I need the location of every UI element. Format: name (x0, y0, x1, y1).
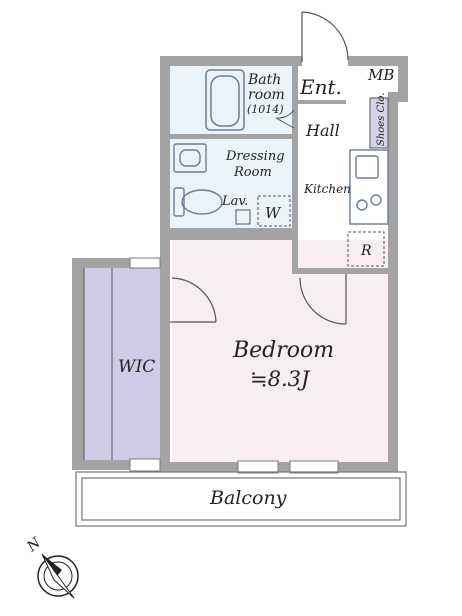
hall-bedroom-door (299, 274, 347, 325)
washer-space (257, 195, 291, 227)
kitchen-label: Kitchen (303, 182, 351, 196)
shoes-closet-label: Shoes Clo. (376, 93, 387, 146)
meter-box-label: MB (367, 66, 394, 84)
entrance-label: Ent. (299, 75, 342, 99)
entrance-door (301, 11, 349, 62)
shoes-closet (369, 97, 389, 149)
wic-shelf (83, 268, 113, 460)
bathroom-label-1: Bath (247, 72, 281, 88)
dressing-floor (170, 138, 294, 230)
refrigerator-label: R (360, 243, 372, 259)
wic-label: WIC (118, 357, 155, 377)
balcony-label: Balcony (209, 487, 287, 509)
dressing-label-2: Room (233, 165, 272, 180)
wash-basin (173, 143, 207, 173)
wic-floor (84, 268, 160, 460)
windows (129, 257, 339, 474)
bedroom-door (170, 277, 217, 323)
toilet (173, 187, 223, 217)
refrigerator-space (347, 231, 385, 267)
walls (72, 56, 408, 472)
bathtub (205, 69, 245, 131)
lavatory-label: Lav. (221, 194, 248, 209)
paper-holder (235, 209, 251, 225)
north-compass (37, 553, 79, 599)
washer-label: W (265, 204, 282, 222)
dressing-label-1: Dressing (225, 149, 285, 164)
bedroom-label: Bedroom (232, 338, 334, 363)
kitchen-counter (349, 149, 389, 225)
dressing-door (275, 109, 295, 129)
north-label: N (24, 534, 45, 555)
bedroom-floor (172, 240, 388, 462)
bedroom-area-label: ≒8.3J (250, 367, 311, 391)
hall-label: Hall (305, 121, 340, 140)
bathroom-label-2: room (248, 87, 285, 103)
bathroom-label-3: (1014) (247, 103, 284, 116)
shoes-closet-floor (370, 98, 388, 148)
balcony-outline (75, 471, 407, 527)
